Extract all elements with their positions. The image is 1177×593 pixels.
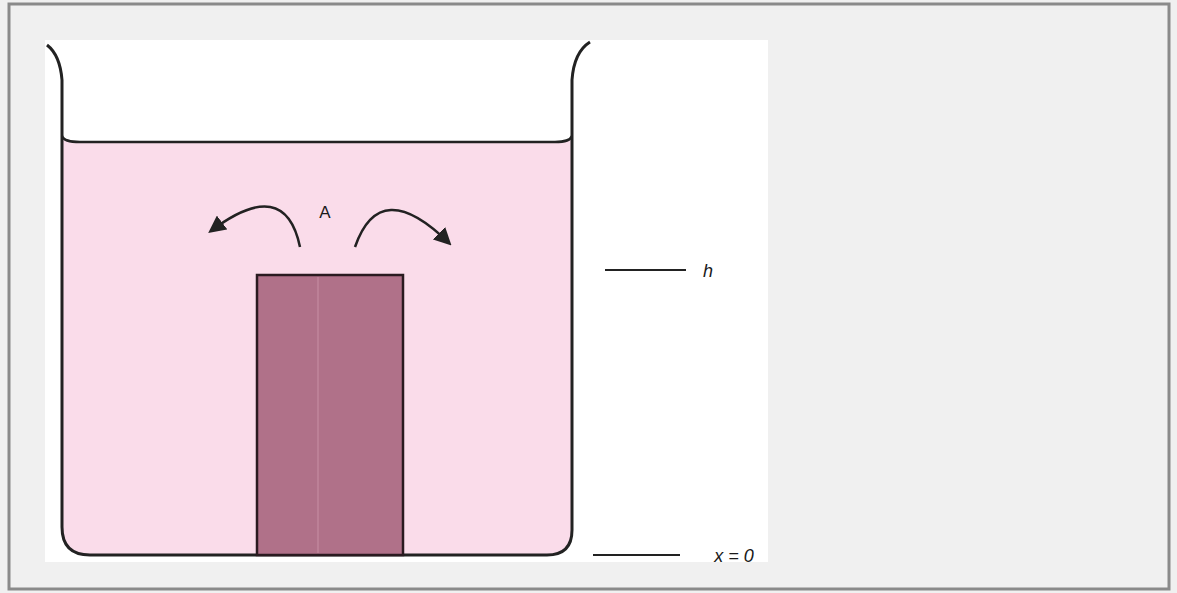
- origin-label: x = 0: [714, 547, 754, 565]
- diffusion-arrow: [355, 210, 449, 247]
- baseline-tick: [593, 554, 680, 556]
- species-label: A: [319, 204, 330, 221]
- block-seam: [318, 277, 319, 553]
- height-label: h: [703, 262, 713, 280]
- frame: [9, 4, 1169, 589]
- diffusion-arrow: [211, 207, 300, 248]
- beaker-wall: [47, 42, 590, 555]
- liquid: [62, 136, 572, 555]
- solid-block: [257, 275, 403, 555]
- liquid-surface: [62, 136, 572, 142]
- height-tick: [605, 269, 686, 271]
- image-ground: [45, 40, 768, 562]
